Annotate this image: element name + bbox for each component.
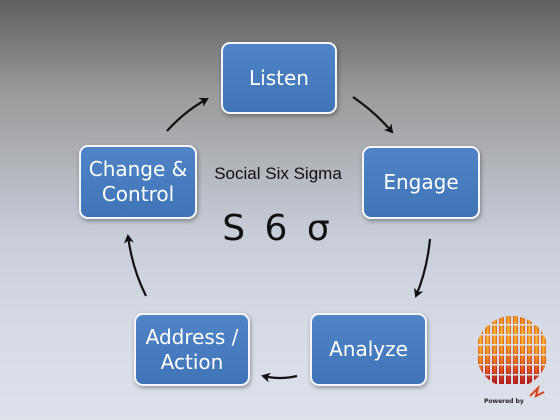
node-engage: Engage <box>362 146 480 219</box>
arrow-address-to-change <box>123 234 147 297</box>
arrow-analyze-to-address <box>261 372 298 383</box>
node-change-control-label: Change & Control <box>88 157 188 206</box>
node-listen-label: Listen <box>249 65 309 90</box>
node-engage-label: Engage <box>383 170 459 194</box>
arrow-engage-to-analyze <box>414 238 432 298</box>
node-address-action-label: Address / Action <box>145 324 239 374</box>
arrow-listen-to-engage <box>352 96 394 134</box>
node-analyze: Analyze <box>310 313 427 386</box>
node-change-control: Change & Control <box>79 145 197 219</box>
company-logo <box>476 316 548 398</box>
arrow-change-to-listen <box>166 97 209 132</box>
node-analyze-label: Analyze <box>329 337 408 361</box>
node-address-action: Address / Action <box>134 313 250 386</box>
logo-caption: Powered by <box>484 398 524 405</box>
diagram-title: Social Six Sigma <box>214 164 342 183</box>
node-listen: Listen <box>221 42 337 114</box>
six-sigma-symbol: S 6 σ <box>222 208 334 249</box>
